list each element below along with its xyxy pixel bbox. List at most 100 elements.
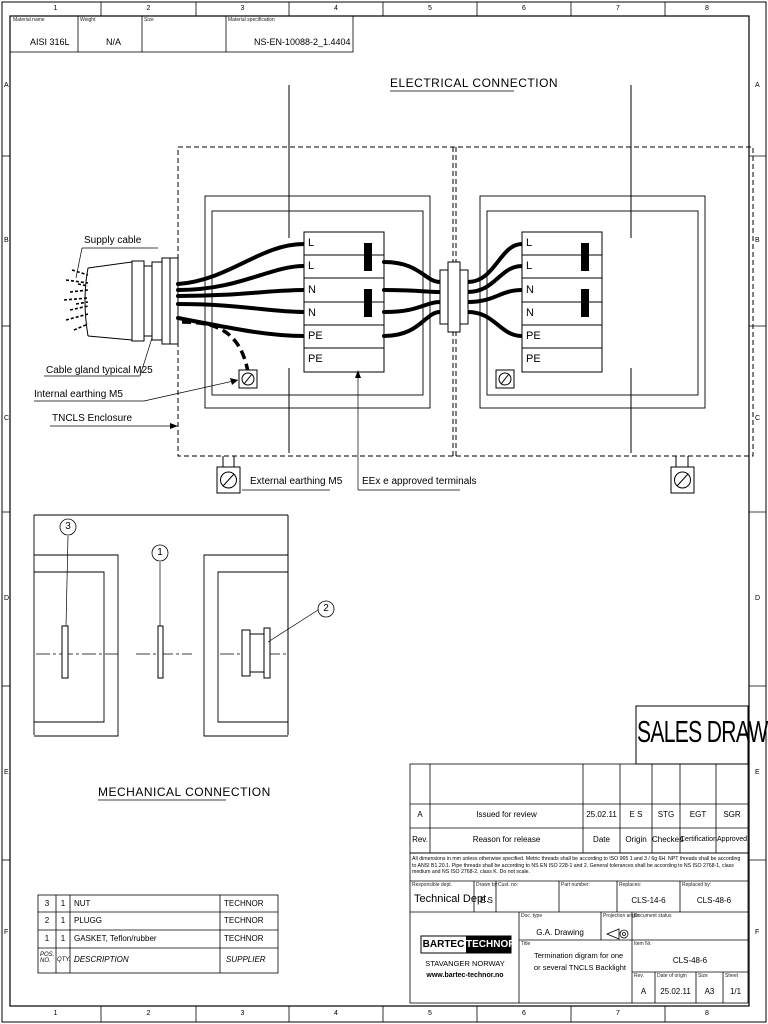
terminal-right-pe1: PE	[526, 330, 541, 342]
frame-col-top-4: 4	[334, 5, 338, 12]
leader-arrowheads	[170, 370, 361, 429]
frame-row-right-D: D	[755, 595, 761, 602]
frame-row-right-A: A	[755, 82, 760, 89]
part-number-label: Part number:	[561, 882, 590, 888]
rev-value: A	[640, 987, 647, 996]
mechanical-section-lines	[34, 514, 289, 735]
external-earthing-symbol-left	[216, 456, 241, 494]
balloon-1: 1	[157, 547, 163, 558]
rev-row-reason: Issued for review	[476, 810, 537, 819]
frame-row-left-B: B	[4, 237, 9, 244]
parts-row-2-desc: PLUGG	[74, 916, 103, 925]
frame-col-bottom-3: 3	[240, 1010, 245, 1017]
internal-earth-wire	[181, 320, 250, 373]
rev-header-origin: Origin	[625, 835, 647, 844]
item-nr-label: Item Nr.	[634, 941, 652, 947]
projection-angle-label: Projection angle	[603, 913, 639, 919]
size-label-tb: Size	[698, 973, 708, 979]
company-name-b: TECHNOR	[466, 939, 516, 950]
terminal-left-l2: L	[308, 260, 315, 272]
external-earthing-symbol-right	[670, 456, 695, 494]
replaced-by-label: Replaced by:	[682, 882, 712, 888]
company-city: STAVANGER NORWAY	[425, 959, 505, 968]
rev-row-date: 25.02.11	[586, 810, 617, 819]
parts-row-3-pos: 1	[44, 934, 50, 943]
rev-label: Rev.	[634, 973, 644, 979]
frame-col-top-3: 3	[240, 5, 245, 12]
company-logo	[420, 935, 512, 954]
electrical-connection-title: ELECTRICAL CONNECTION	[390, 76, 559, 90]
terminal-right-n2: N	[526, 307, 534, 319]
internal-earthing-symbol-left	[238, 369, 258, 389]
jumper-bars-right	[581, 243, 589, 317]
parts-row-3-desc: GASKET, Teflon/rubber	[74, 934, 157, 943]
material-spec-value: NS-EN-10088-2_1.4404	[254, 37, 351, 47]
jumper-bars-left	[364, 243, 372, 317]
general-notes: All dimensions in mm unless otherwise sp…	[412, 856, 741, 875]
terminal-left-pe2: PE	[308, 353, 323, 365]
drawn-by-value: E S	[480, 896, 493, 905]
frame-col-top-1: 1	[53, 5, 58, 12]
parts-row-2-pos: 2	[44, 916, 50, 925]
doc-type-value: G.A. Drawing	[536, 928, 584, 937]
terminal-left-n2: N	[308, 307, 316, 319]
doc-type-label: Doc. type	[521, 913, 543, 919]
rev-header-reason: Reason for release	[472, 835, 541, 844]
rev-header-certification: Certification	[680, 836, 717, 843]
leader-lines	[34, 247, 460, 491]
title-block-grid	[409, 852, 749, 1004]
parts-row-2-supplier: TECHNOR	[224, 916, 264, 925]
cable-wire-ends	[63, 269, 89, 331]
terminal-right-pe2: PE	[526, 353, 541, 365]
replaces-value: CLS-14-6	[631, 896, 666, 905]
parts-row-1-supplier: TECHNOR	[224, 899, 264, 908]
parts-row-1-pos: 3	[44, 899, 50, 908]
document-status-label: Document status	[634, 913, 672, 919]
weight-value: N/A	[106, 37, 122, 47]
cable-gland	[131, 257, 179, 345]
mechanical-parts	[61, 625, 271, 679]
internal-earthing-symbol-right	[495, 369, 515, 389]
frame-col-bottom-6: 6	[522, 1010, 526, 1017]
rev-row-approved: SGR	[723, 810, 741, 819]
terminals-label: EEx e approved terminals	[362, 476, 477, 487]
terminal-right-l2: L	[526, 260, 533, 272]
company-name-a: BARTEC	[422, 939, 465, 950]
rev-row-origin: E S	[629, 810, 643, 819]
title-label: Title	[521, 941, 531, 947]
size-value: A3	[704, 987, 715, 996]
projection-angle-symbol	[605, 928, 629, 940]
frame-col-bottom-8: 8	[705, 1010, 709, 1017]
frame-col-bottom-2: 2	[146, 1010, 151, 1017]
material-header-box	[9, 15, 354, 53]
parts-row-2-qty: 1	[60, 916, 66, 925]
material-name-label: Material name	[13, 17, 45, 23]
terminal-left-pe1: PE	[308, 330, 323, 342]
size-label: Size	[144, 17, 154, 23]
date-of-origin-label: Date of origin	[657, 973, 687, 979]
frame-row-left-A: A	[4, 82, 9, 89]
frame-col-bottom-7: 7	[616, 1010, 620, 1017]
company-website: www.bartec-technor.no	[426, 972, 504, 979]
title-value-line2: or several TNCLS Backlight	[534, 963, 626, 972]
sheet-value: 1/1	[729, 987, 742, 996]
replaces-label: Replaces:	[619, 882, 642, 888]
parts-header-desc: DESCRIPTION	[74, 955, 129, 964]
drawn-by-label: Drawn by:	[476, 882, 499, 888]
balloon-circles	[59, 518, 335, 618]
weight-label: Weight	[80, 17, 96, 23]
frame-col-top-5: 5	[428, 5, 432, 12]
responsible-dept-value: Technical Dept.	[414, 893, 490, 905]
title-value-line1: Termination digram for one	[534, 951, 624, 960]
cust-no-label: Cust. no:	[498, 882, 519, 888]
cable-gland-label: Cable gland typical M25	[46, 365, 153, 376]
terminal-block-right	[521, 231, 603, 373]
frame-col-bottom-4: 4	[334, 1010, 338, 1017]
frame-col-top-6: 6	[522, 5, 526, 12]
balloon-2: 2	[323, 603, 329, 614]
frame-col-top-2: 2	[146, 5, 151, 12]
replaced-by-value: CLS-48-6	[696, 896, 732, 905]
balloon-3: 3	[65, 521, 71, 532]
